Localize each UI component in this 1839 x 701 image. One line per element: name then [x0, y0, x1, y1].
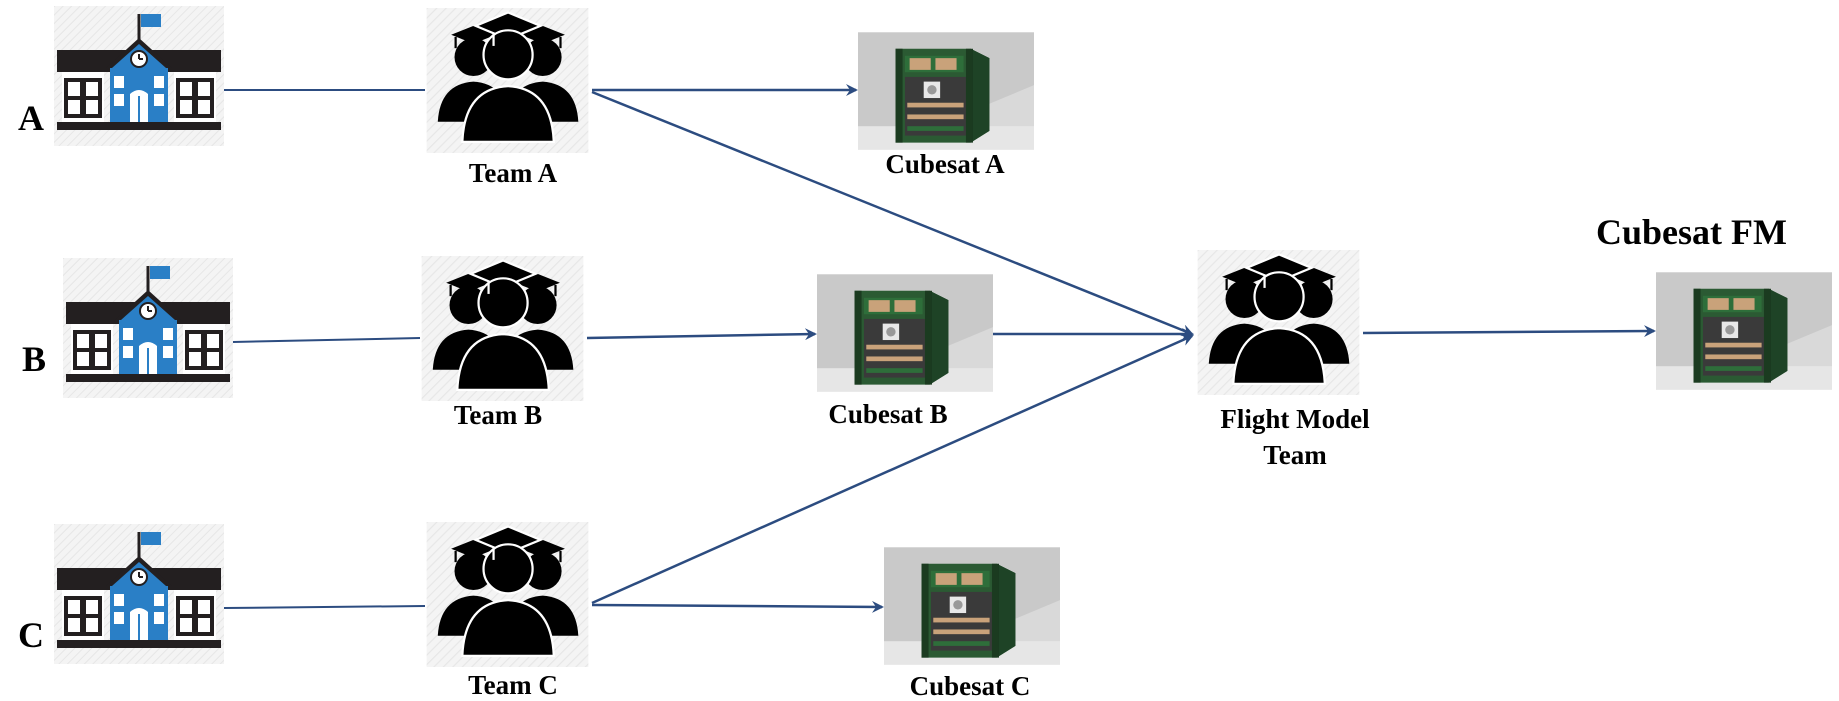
- team-b-label: Team B: [453, 400, 543, 430]
- team-a-icon: [425, 8, 590, 153]
- arrow-fm-team-to-cubesat-fm: [1362, 325, 1656, 338]
- arrow-team-c-to-cubesat-c: [591, 600, 884, 613]
- cubesat-fm-photo: [1656, 272, 1832, 390]
- cubesat-a-photo: [858, 32, 1034, 150]
- arrow-team-c-to-fm-team: [591, 334, 1194, 605]
- team-c-label: Team C: [468, 670, 558, 700]
- school-c-icon: [54, 524, 224, 664]
- flight-model-team-icon: [1196, 250, 1361, 395]
- row-letter-a: A: [18, 98, 44, 138]
- flight-model-team-label-line1: Flight Model: [1220, 404, 1370, 434]
- team-b-icon: [420, 256, 585, 401]
- cubesat-fm-title: Cubesat FM: [1596, 212, 1787, 252]
- line-school-c-to-team-c: [223, 605, 426, 609]
- row-letter-b: B: [22, 339, 47, 379]
- flight-model-team-label: Flight Model Team: [1220, 401, 1369, 473]
- school-a-icon: [54, 6, 224, 146]
- cubesat-a-label: Cubesat A: [885, 149, 1005, 179]
- line-school-b-to-team-b: [232, 337, 421, 343]
- cubesat-c-photo: [884, 547, 1060, 665]
- arrow-team-b-to-cubesat-b: [586, 328, 817, 341]
- team-a-label: Team A: [468, 158, 558, 188]
- team-c-icon: [425, 522, 590, 667]
- cubesat-c-label: Cubesat C: [909, 671, 1031, 701]
- arrow-team-a-to-fm-team: [591, 90, 1194, 336]
- row-letter-c: C: [18, 615, 44, 655]
- flight-model-team-label-line2: Team: [1263, 440, 1327, 470]
- cubesat-b-photo: [817, 274, 993, 392]
- school-b-icon: [63, 258, 233, 398]
- cubesat-b-label: Cubesat B: [828, 399, 948, 429]
